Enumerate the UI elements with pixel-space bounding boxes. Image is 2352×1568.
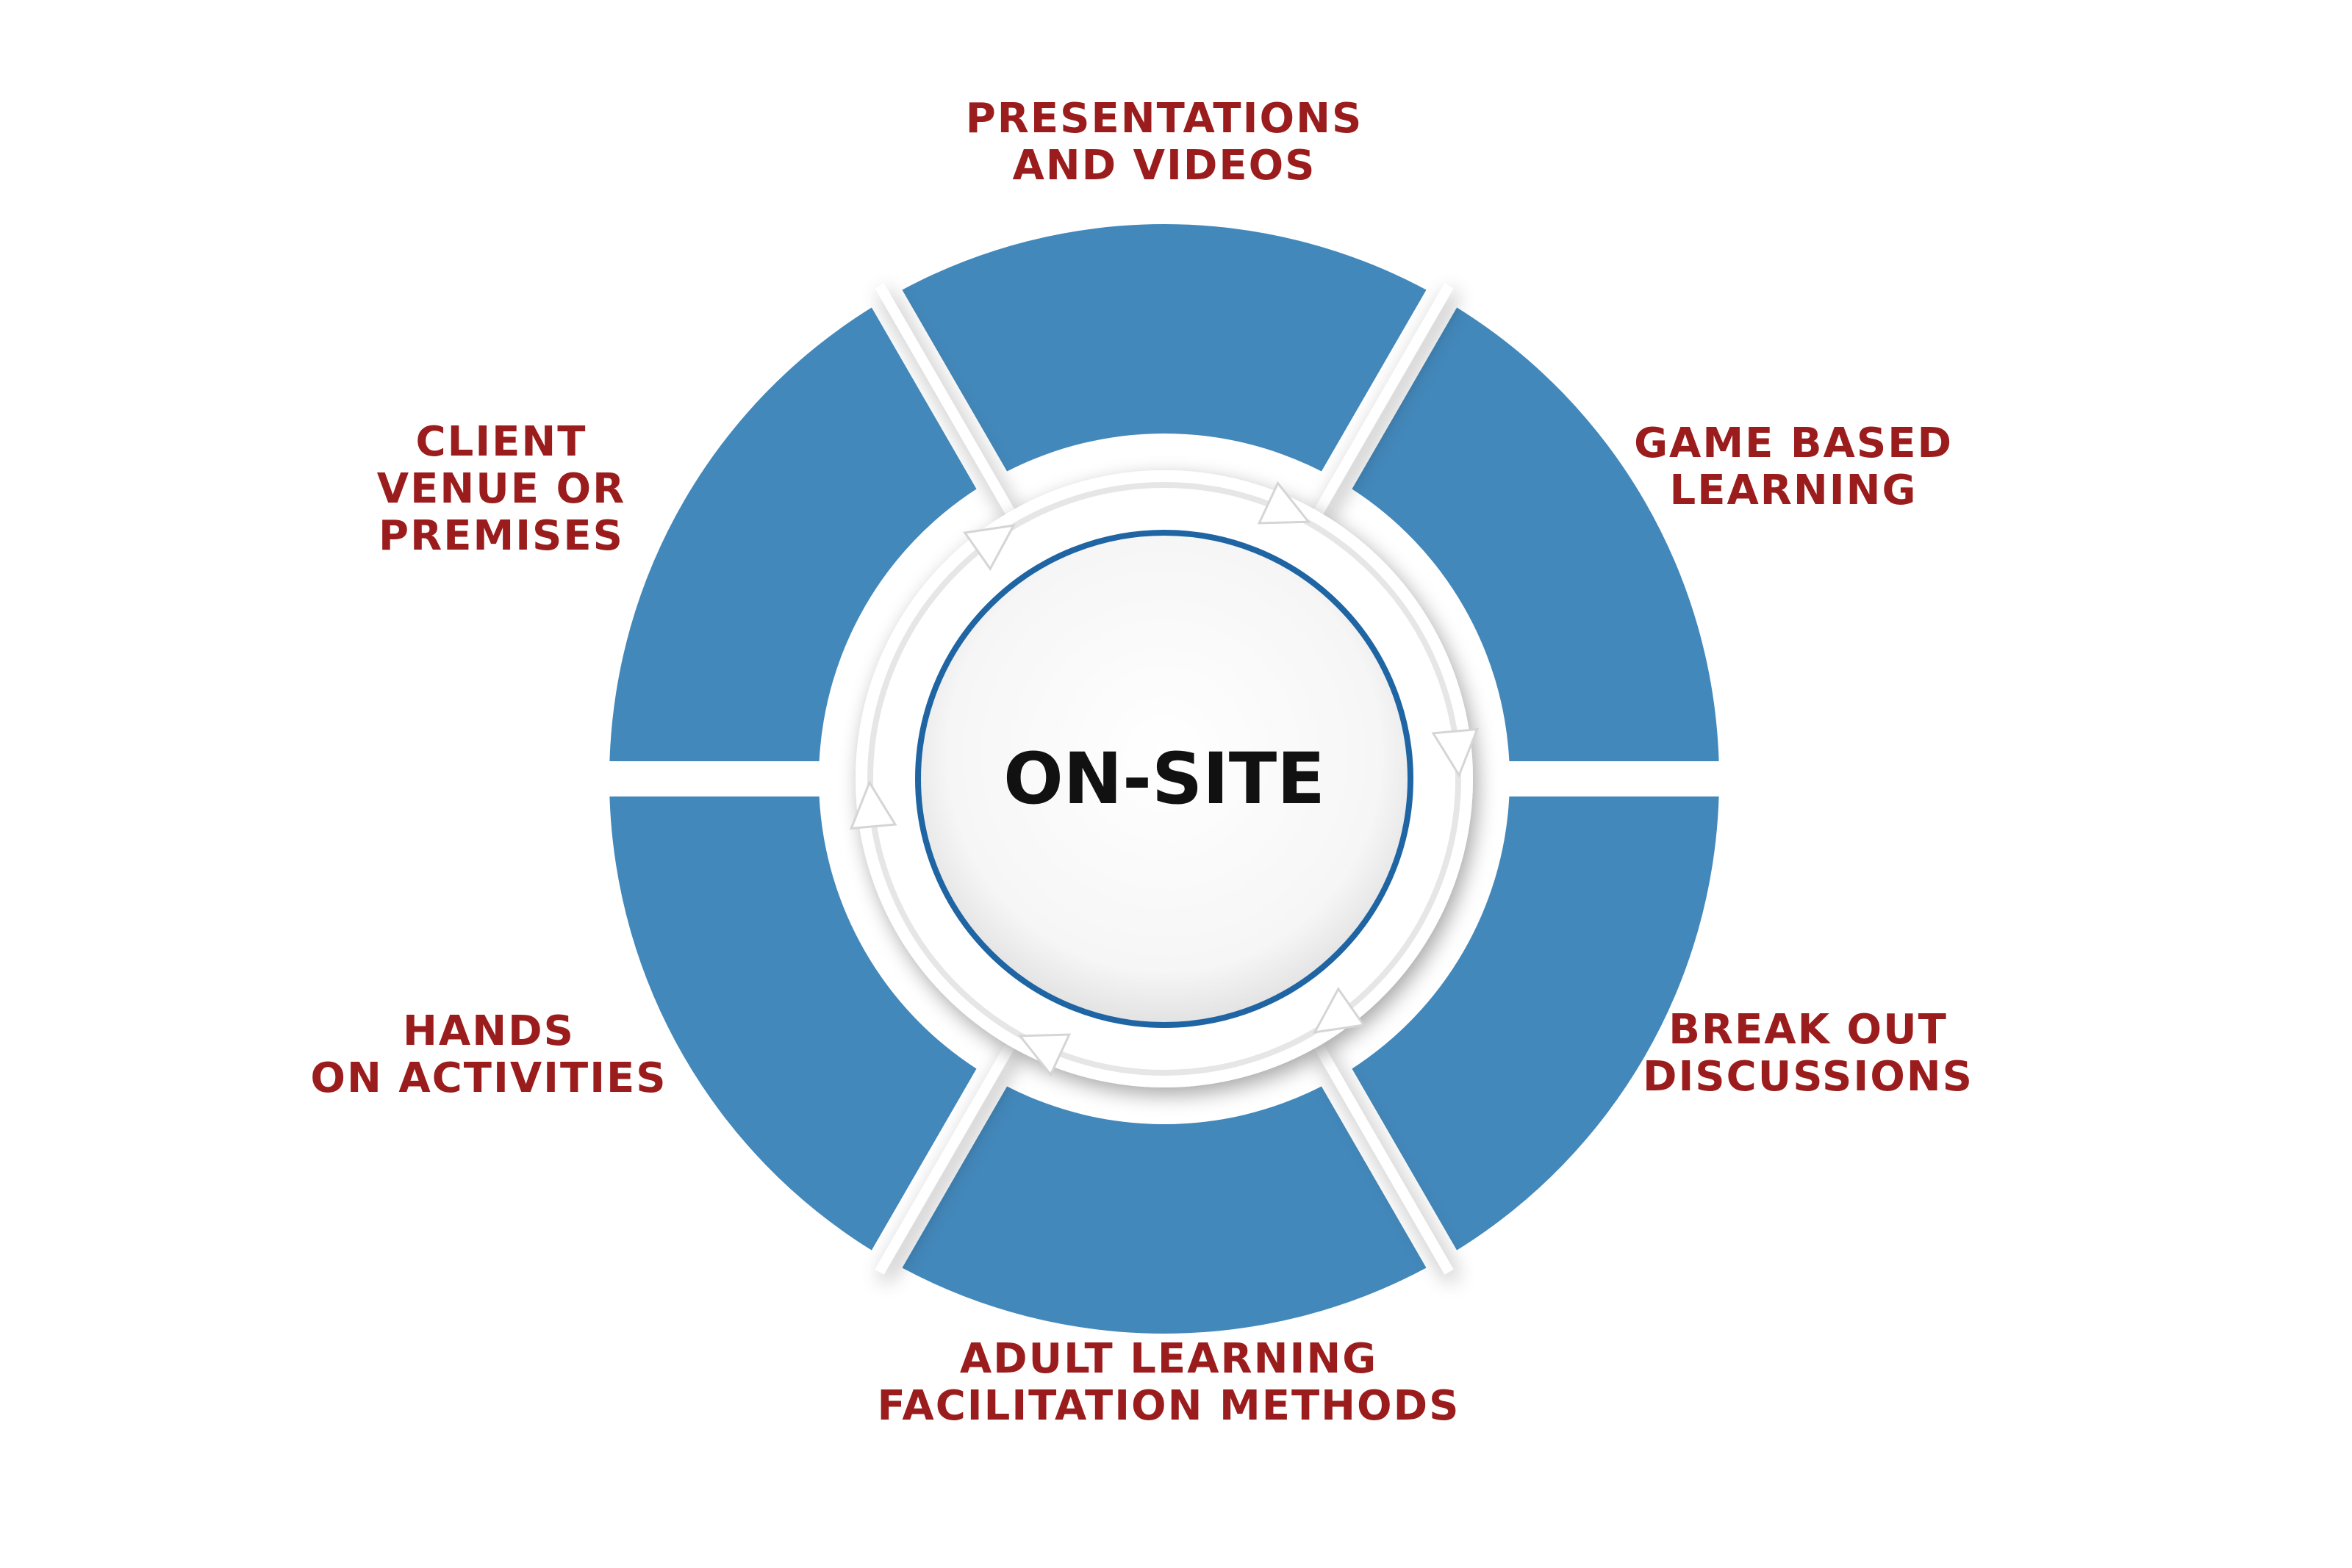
cycle-arrow-icon (1313, 987, 1366, 1034)
segment-break-out (1352, 796, 1719, 1251)
divider-adult-learning (1313, 1043, 1454, 1275)
label-line: BREAK OUT (1668, 1006, 1948, 1054)
divider-hands-on (875, 1043, 1015, 1275)
label-line: VENUE OR (377, 465, 625, 513)
segment-client-venue (609, 307, 977, 762)
label-line: PRESENTATIONS (966, 95, 1363, 143)
label-line: DISCUSSIONS (1643, 1053, 1973, 1101)
label-line: HANDS (403, 1007, 575, 1055)
center-hub: ON-SITE (915, 530, 1413, 1028)
center-disc (918, 533, 1410, 1025)
label-line: FACILITATION METHODS (878, 1382, 1460, 1430)
divider-presentations (875, 283, 1015, 514)
segment-adult-learning (902, 1086, 1427, 1334)
center-ring (915, 530, 1413, 1028)
label-line: AND VIDEOS (1012, 142, 1316, 190)
cycle-arrow-icon (1017, 1033, 1072, 1077)
cycle-arrows (849, 481, 1480, 1077)
cycle-arrow-icon (1257, 481, 1311, 525)
cycle-arrow-icon (849, 780, 897, 830)
segment-hands-on (609, 796, 977, 1251)
divider-game-based (1313, 283, 1454, 514)
label-line: ON ACTIVITIES (310, 1054, 667, 1102)
segment-game-based (1352, 307, 1719, 762)
segment-presentations (902, 224, 1427, 472)
label-line: LEARNING (1670, 467, 1918, 514)
segment-group (595, 224, 1734, 1334)
label-line: PREMISES (379, 512, 624, 560)
label-line: GAME BASED (1634, 420, 1953, 467)
cycle-arrow-icon (963, 524, 1016, 571)
cycle-arrow-icon (1431, 727, 1480, 778)
label-line: ADULT LEARNING (960, 1335, 1377, 1383)
center-label: ON-SITE (1003, 738, 1325, 820)
label-line: CLIENT (416, 418, 587, 466)
inner-ring-track (867, 482, 1461, 1076)
